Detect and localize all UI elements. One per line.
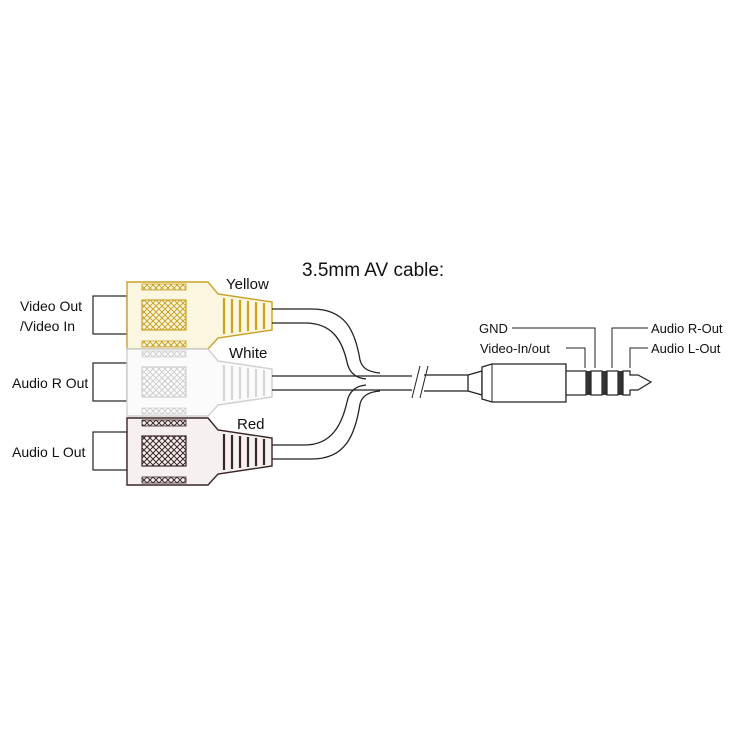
rca-connector-yellow	[92, 281, 273, 350]
connector-color-yellow: Yellow	[226, 276, 269, 293]
rca-connector-white	[92, 348, 273, 417]
label-gnd: GND	[479, 321, 508, 336]
rca-connector-red	[92, 417, 273, 486]
label-video-in-out: Video-In/out	[480, 341, 550, 356]
function-audio-l-out: Audio L Out	[12, 444, 86, 460]
plug-leader-lines	[512, 327, 648, 368]
cable-bundle	[272, 308, 468, 460]
label-audio-l-out: Audio L-Out	[651, 341, 721, 356]
plug-3-5mm	[467, 363, 653, 403]
connector-color-red: Red	[237, 416, 265, 433]
diagram-title: 3.5mm AV cable:	[302, 260, 444, 281]
function-video-in: /Video In	[20, 318, 75, 334]
function-video-out: Video Out	[20, 298, 82, 314]
connector-color-white: White	[229, 345, 267, 362]
label-audio-r-out: Audio R-Out	[651, 321, 723, 336]
function-audio-r-out: Audio R Out	[12, 375, 88, 391]
